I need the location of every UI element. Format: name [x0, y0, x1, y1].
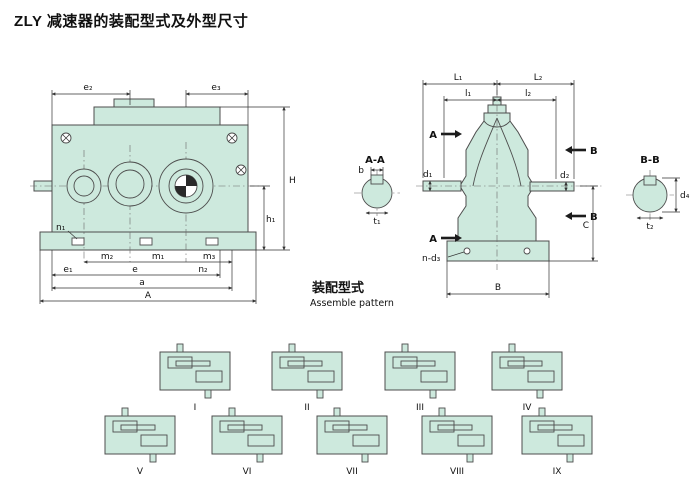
dim-label-n1: n₁ — [56, 223, 66, 233]
pattern-item: III — [384, 343, 456, 413]
front-view-drawing: A A B B L₁ L₂ l₁ l₂ d₁ — [416, 73, 604, 298]
dim-label-H: H — [289, 176, 296, 186]
dim-label-m2: m₂ — [101, 252, 114, 262]
dim-label-A: A — [145, 291, 152, 301]
dim-label-a: a — [139, 278, 145, 288]
dim-label-nd3: n-d₃ — [422, 254, 441, 264]
pattern-item: VIII — [421, 407, 493, 477]
cut-mark-A-top: A — [429, 130, 437, 141]
assemble-pattern-label-zh: 装配型式 — [311, 280, 364, 296]
pattern-label-2: II — [304, 403, 309, 413]
page-title: ZLY 减速器的装配型式及外型尺寸 — [14, 13, 249, 30]
cut-mark-A-bottom: A — [429, 234, 437, 245]
dim-label-L2: L₂ — [534, 73, 543, 83]
cut-mark-B-bottom: B — [590, 212, 598, 223]
cut-mark-B-top: B — [590, 146, 598, 157]
dim-label-n2: n₂ — [198, 265, 208, 275]
dim-label-d1: d₁ — [423, 170, 433, 180]
pattern-label-8: VIII — [450, 467, 464, 477]
dim-label-e: e — [132, 265, 138, 275]
dim-label-e3: e₃ — [211, 83, 221, 93]
pattern-item: II — [271, 343, 343, 413]
pattern-item: VII — [316, 407, 388, 477]
section-bb-drawing: B-B d₄ t₂ — [626, 155, 690, 232]
pattern-label-3: III — [416, 403, 424, 413]
pattern-item: V — [104, 407, 176, 477]
dim-label-d4: d₄ — [680, 191, 690, 201]
bolt-symbols — [60, 132, 247, 176]
bearing-bores — [66, 158, 214, 214]
side-view-drawing: e₂ e₃ H h₁ n₁ m₂ m₁ m₃ e₁ e — [30, 83, 296, 304]
dim-label-t1: t₁ — [373, 217, 381, 227]
section-aa-title: A-A — [365, 155, 385, 166]
dim-label-h1: h₁ — [266, 215, 276, 225]
dim-label-l2: l₂ — [525, 89, 532, 99]
pattern-label-5: V — [137, 467, 144, 477]
dim-label-B: B — [495, 283, 501, 293]
pattern-label-6: VI — [243, 467, 252, 477]
dim-label-C: C — [583, 221, 589, 231]
section-aa-drawing: A-A b t₁ — [354, 155, 400, 227]
dim-label-e1: e₁ — [63, 265, 73, 275]
dim-label-b: b — [358, 166, 364, 176]
dim-label-e2: e₂ — [83, 83, 93, 93]
assemble-pattern-heading: 装配型式 Assemble pattern — [310, 280, 394, 309]
pattern-label-4: IV — [523, 403, 533, 413]
dim-label-t2: t₂ — [646, 222, 654, 232]
dim-label-d2: d₂ — [560, 171, 570, 181]
pattern-item: IX — [521, 407, 593, 477]
dim-label-l1: l₁ — [465, 89, 472, 99]
dim-label-m1: m₁ — [152, 252, 165, 262]
dim-label-L1: L₁ — [454, 73, 463, 83]
pattern-label-7: VII — [346, 467, 357, 477]
dim-label-m3: m₃ — [203, 252, 216, 262]
section-bb-title: B-B — [640, 155, 659, 166]
assemble-pattern-label-en: Assemble pattern — [310, 298, 394, 309]
pattern-item: IV — [491, 343, 563, 413]
pattern-diagrams: I II III IV V VI — [104, 343, 593, 477]
pattern-item: I — [159, 343, 231, 413]
pattern-item: VI — [211, 407, 283, 477]
pattern-label-9: IX — [553, 467, 562, 477]
pattern-label-1: I — [194, 403, 197, 413]
